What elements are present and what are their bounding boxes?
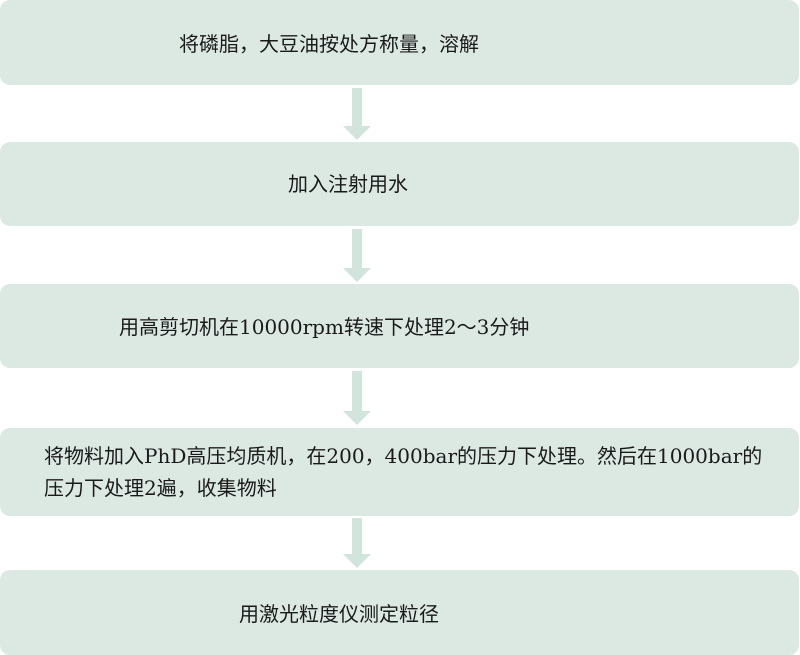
- down-arrow-2-head: [343, 268, 371, 282]
- down-arrow-3-head: [343, 411, 371, 425]
- flow-step-1: 将磷脂，大豆油按处方称量，溶解: [0, 0, 799, 85]
- flow-step-3-label: 用高剪切机在10000rpm转速下处理2～3分钟: [119, 315, 530, 339]
- flow-step-1-label: 将磷脂，大豆油按处方称量，溶解: [179, 32, 479, 56]
- down-arrow-4-head: [343, 554, 371, 568]
- flow-step-4-label: 将物料加入PhD高压均质机，在200，400bar的压力下处理。然后在1000b…: [44, 444, 763, 500]
- down-arrow-4: [343, 518, 371, 568]
- down-arrow-2: [343, 229, 371, 282]
- down-arrow-1-shaft: [352, 88, 362, 126]
- down-arrow-1-head: [343, 126, 371, 140]
- flow-step-3: 用高剪切机在10000rpm转速下处理2～3分钟: [0, 284, 799, 368]
- flow-step-4: 将物料加入PhD高压均质机，在200，400bar的压力下处理。然后在1000b…: [0, 428, 799, 516]
- flow-step-5-label: 用激光粒度仪测定粒径: [239, 602, 439, 626]
- flow-step-2: 加入注射用水: [0, 142, 799, 226]
- down-arrow-2-shaft: [352, 229, 362, 268]
- down-arrow-1: [343, 88, 371, 140]
- flow-step-2-label: 加入注射用水: [288, 172, 408, 196]
- flow-step-5: 用激光粒度仪测定粒径: [0, 570, 799, 655]
- down-arrow-3-shaft: [352, 371, 362, 411]
- down-arrow-4-shaft: [352, 518, 362, 554]
- down-arrow-3: [343, 371, 371, 425]
